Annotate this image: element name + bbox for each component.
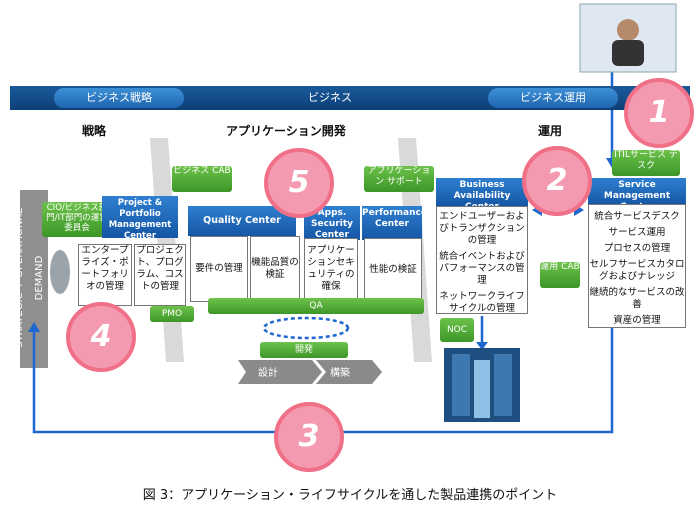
demand-bar <box>20 190 48 368</box>
bac-item: エンドユーザーおよびトランザクションの管理 <box>439 211 525 246</box>
banner-strategy-pill: ビジネス戦略 <box>54 88 184 108</box>
banner-operations-pill: ビジネス運用 <box>488 88 618 108</box>
pmo-label: PMO <box>150 306 194 322</box>
box-requirements: 要件の管理 <box>190 236 248 302</box>
bac-list: エンドユーザーおよびトランザクションの管理 統合イベントおよびパフォーマンスの管… <box>436 206 528 314</box>
box-app-security: アプリケーションセキュリティの確保 <box>304 238 358 300</box>
business-banner: ビジネス戦略 ビジネス ビジネス運用 <box>10 86 690 110</box>
ppm-center-header: Project & Portfolio Management Center <box>102 196 178 241</box>
box-performance: 性能の検証 <box>364 238 422 302</box>
marker-1: 1 <box>624 78 694 148</box>
figure-caption: 図 3：アプリケーション・ライフサイクルを通した製品連携のポイント <box>142 488 558 503</box>
dev-label: 開発 <box>260 342 348 358</box>
design-chevron <box>238 360 322 384</box>
smc-item: 継続的なサービスの改善 <box>589 287 685 310</box>
smc-item: セルフサービスカタログおよびナレッジ <box>589 259 685 282</box>
phase-operations: 運用 <box>538 124 563 138</box>
design-label: 設計 <box>258 368 278 379</box>
build-chevron <box>316 360 382 384</box>
smc-item: プロセスの管理 <box>603 243 671 254</box>
app-support-label: アプリケーション サポート <box>364 166 434 192</box>
itil-desk-label: ITILサービス デスク <box>612 150 680 176</box>
banner-center-label: ビジネス <box>308 91 352 104</box>
apps-security-header: Apps. Security Center <box>304 206 360 240</box>
cio-committee-label: CIO/ビジネス部門/IT部門の運営委員会 <box>42 202 112 237</box>
marker-2: 2 <box>522 146 592 216</box>
box-enterprise-portfolio: エンタープライズ・ポートフォリオの管理 <box>78 244 132 306</box>
funnel-cone <box>50 250 70 294</box>
noc-label: NOC <box>440 318 474 342</box>
marker-4: 4 <box>66 302 136 372</box>
marker-5: 5 <box>264 148 334 218</box>
build-label: 構築 <box>330 368 350 379</box>
smc-item: 統合サービスデスク <box>594 211 680 222</box>
qa-bar: QA <box>208 298 424 314</box>
box-functional-quality: 機能品質の検証 <box>250 236 300 300</box>
marker-3: 3 <box>274 402 344 472</box>
box-project-cost: プロジェクト、プログラム、コストの管理 <box>134 244 186 306</box>
dev-cycle <box>262 316 350 340</box>
quality-center-header: Quality Center <box>188 206 296 236</box>
business-cab-label: ビジネス CAB <box>172 166 232 192</box>
bac-item: 統合イベントおよびパフォーマンスの管理 <box>439 251 525 286</box>
smc-list: 統合サービスデスク サービス運用 プロセスの管理 セルフサービスカタログおよびナ… <box>588 204 686 328</box>
smc-item: サービス運用 <box>608 227 666 238</box>
phase-strategy: 戦略 <box>82 124 107 138</box>
smc-header: Service Management Center <box>588 178 686 212</box>
performance-center-header: Performance Center <box>362 206 427 240</box>
bac-item: ネットワークライフサイクルの管理 <box>439 291 525 314</box>
phase-app-dev: アプリケーション開発 <box>226 124 346 138</box>
demand-label: STRATEGIC + OPERATIONAL DEMAND <box>14 208 45 348</box>
ops-cab-label: 運用 CAB <box>540 262 580 288</box>
bac-header: Business Availability Center <box>436 178 528 212</box>
smc-item: 資産の管理 <box>613 315 661 326</box>
